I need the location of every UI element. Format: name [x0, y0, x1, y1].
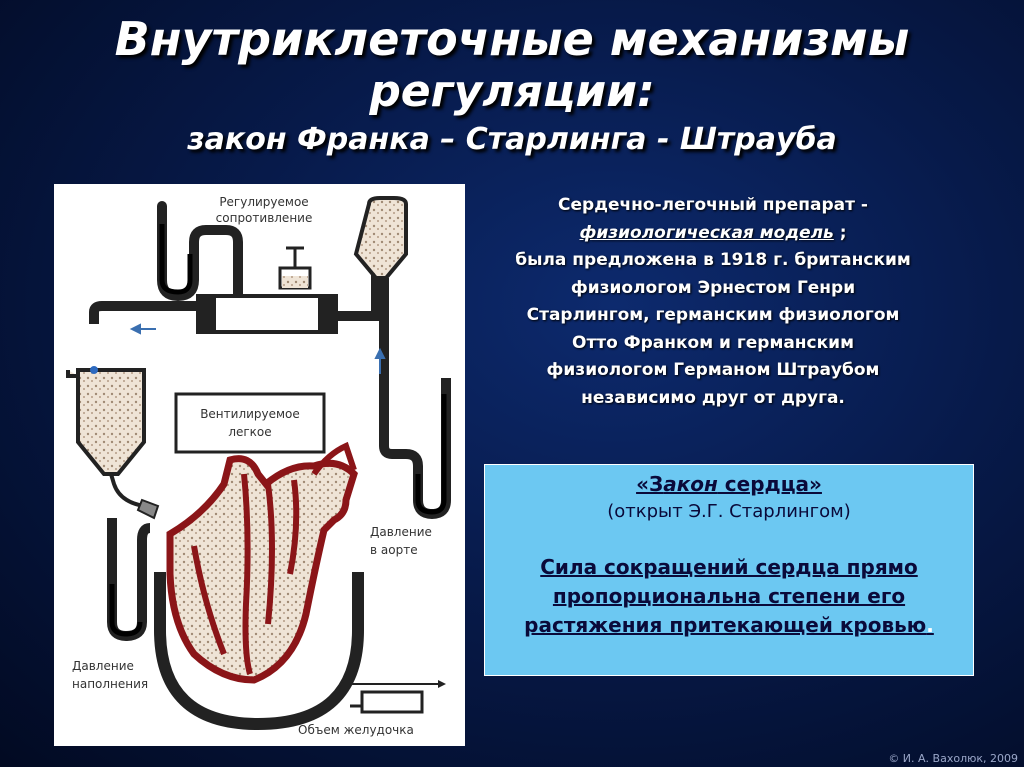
law-heading: «Закон сердца» [485, 469, 973, 499]
resistance-label-1: Регулируемое [219, 195, 308, 209]
desc-line-2-rest: ; [833, 222, 847, 243]
heart-law-box: «Закон сердца» (открыт Э.Г. Старлингом) … [484, 464, 974, 676]
title-line-2: регуляции: [369, 66, 655, 117]
desc-line-3: была предложена в 1918 г. британским [515, 250, 911, 270]
copyright: © И. А. Вахолюк, 2009 [888, 752, 1018, 765]
preparation-description: Сердечно-легочный препарат - физиологиче… [478, 192, 948, 412]
law-statement: Сила сокращений сердца прямо пропорциона… [485, 553, 973, 640]
lung-label-1: Вентилируемое [200, 407, 300, 421]
desc-line-1: Сердечно-легочный препарат - [558, 195, 868, 215]
resistance-manometer [157, 201, 243, 305]
resistance-label-2: сопротивление [216, 211, 313, 225]
law-heading-rest: сердца» [717, 472, 822, 496]
volume-label: Объем желудочка [298, 723, 414, 737]
slide-title: Внутриклеточные механизмы регуляции: зак… [0, 12, 1024, 160]
law-discoverer: (открыт Э.Г. Старлингом) [607, 501, 851, 522]
filling-label-1: Давление [72, 659, 134, 673]
filling-label-2: наполнения [72, 677, 148, 691]
desc-model-term: физиологическая модель [579, 222, 834, 243]
law-line-3: растяжения притекающей кровью. [485, 611, 973, 640]
law-line-2: пропорциональна степени его [552, 584, 906, 608]
law-dot: . [926, 613, 934, 637]
lung-box [174, 392, 326, 454]
diagram-svg: Вентилируемое легкое Регулируемое сопрот… [66, 195, 451, 737]
resistance-chamber [202, 294, 330, 334]
desc-line-2: физиологическая модель ; [478, 220, 948, 248]
aorta-label-1: Давление [370, 525, 432, 539]
desc-line-7: физиологом Германом Штраубом [546, 360, 880, 380]
heart-lung-preparation-diagram: Вентилируемое легкое Регулируемое сопрот… [54, 184, 465, 746]
desc-line-8: независимо друг от друга. [581, 387, 845, 408]
desc-line-5: Старлингом, германским физиологом [526, 305, 900, 325]
lung-label-2: легкое [228, 425, 271, 439]
ventricle-jacket [154, 572, 364, 731]
desc-line-6: Отто Франком и германским [572, 332, 854, 353]
title-subtitle: закон Франка – Старлинга - Штрауба [187, 122, 837, 157]
law-heading-open: «З [636, 472, 664, 496]
aorta-label-2: в аорте [370, 543, 418, 557]
law-line-1: Сила сокращений сердца прямо [540, 555, 918, 579]
law-line-3-text: растяжения притекающей кровью [524, 613, 927, 637]
title-line-1: Внутриклеточные механизмы [114, 12, 910, 66]
law-heading-italic: акон [663, 472, 718, 496]
desc-line-4: физиологом Эрнестом Генри [570, 277, 856, 298]
